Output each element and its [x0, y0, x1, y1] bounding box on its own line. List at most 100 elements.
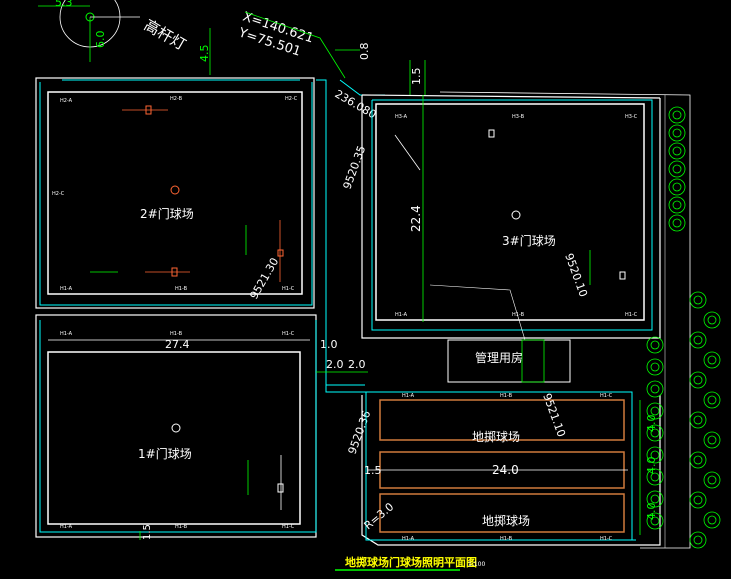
fixture-tag: H1-A [60, 286, 73, 292]
dim-label: 2.0 [348, 358, 366, 371]
dim-label: 4.0 [645, 457, 658, 475]
dim-label: 24.0 [492, 463, 519, 477]
tree-symbol [672, 128, 682, 138]
tree-symbol [703, 391, 721, 409]
tree-symbol [689, 371, 707, 389]
tree-symbol [650, 340, 660, 350]
court-2-center-mark [170, 185, 180, 195]
tree-symbol [703, 511, 721, 529]
cable-note-leader [429, 284, 526, 341]
tree-symbol [693, 335, 703, 345]
bocce-cable [365, 392, 636, 541]
management-room-label: 管理用房 [475, 350, 523, 365]
tree-symbol [689, 331, 707, 349]
fixture-tag: H3-A [395, 114, 408, 120]
court-1-area: 27.4 1.0 1#门球场 H1-A H1-B H1-C H1-A H1-B … [35, 314, 338, 540]
distribution-box [521, 339, 545, 383]
court-2-cable [39, 82, 313, 306]
fixture-tag: H1-C [625, 312, 638, 318]
court-3-cable [371, 99, 653, 331]
fixture-tag: H2-B [170, 96, 183, 102]
tree-symbol [646, 358, 664, 376]
tree-symbol [672, 164, 682, 174]
bocce-court-a [379, 399, 625, 441]
fixture-tag: H1-A [60, 331, 73, 337]
high-pole-lamp-area: 5.3 6.0 高杆灯 4.5 [38, 0, 211, 75]
tree-symbol [689, 291, 707, 309]
tree-symbol [650, 384, 660, 394]
tree-symbol [646, 336, 664, 354]
fixture-tag: H1-C [282, 286, 295, 292]
tree-symbol [672, 200, 682, 210]
tree-symbol [650, 428, 660, 438]
fixture-tag: H1-B [170, 331, 183, 337]
tree-symbol [693, 455, 703, 465]
tree-symbol [646, 402, 664, 420]
tree-symbol [707, 515, 717, 525]
bocce-court-b [379, 493, 625, 533]
court-3-outer [361, 95, 661, 339]
fixture-tag: H3-B [512, 114, 525, 120]
court-3-area: 22.4 3#门球场 9520.10 H3-A H3-B H3-C H1-A H… [361, 94, 661, 341]
leader-line [394, 134, 421, 171]
elevation-label: 9520.36 [346, 409, 374, 456]
court-3-label: 3#门球场 [502, 233, 556, 248]
tree-symbol [707, 395, 717, 405]
tree-symbol [668, 142, 686, 160]
court-2-inner [47, 91, 303, 295]
court-3-inner [375, 103, 645, 321]
tree-symbol [650, 516, 660, 526]
tree-symbol [646, 424, 664, 442]
court-1-inner [47, 351, 301, 525]
elevation-label: 9520.35 [341, 144, 369, 191]
management-room: 管理用房 [447, 339, 571, 383]
elevation-label: 9521.10 [540, 392, 568, 439]
drawing-scale: 1:100 [468, 561, 485, 568]
court-2-area: 2#门球场 9521.30 H2-A H2-B H2-C H2-C H1-A H… [35, 77, 315, 309]
tree-symbol [693, 415, 703, 425]
dim-label: 5.3 [55, 0, 73, 9]
tree-symbol [693, 375, 703, 385]
tree-symbol [650, 362, 660, 372]
lamp-fixture [619, 271, 626, 280]
main-cable [316, 79, 365, 386]
lamp-fixture [488, 129, 495, 138]
tree-symbol [672, 146, 682, 156]
tree-symbol [672, 218, 682, 228]
tree-symbol [693, 495, 703, 505]
tree-symbol [689, 491, 707, 509]
court-2-outer [35, 77, 315, 309]
dim-label: 2.0 [326, 358, 344, 371]
tree-symbol [672, 110, 682, 120]
tree-symbol [668, 160, 686, 178]
tree-symbol [707, 475, 717, 485]
tree-symbol [646, 512, 664, 530]
tree-symbol [707, 355, 717, 365]
dim-label: 1.5 [410, 68, 423, 86]
lamp-fixture [277, 483, 284, 493]
dim-label: 6.0 [94, 31, 107, 49]
tree-row [646, 106, 721, 549]
tree-symbol [707, 435, 717, 445]
fixture-tag: H1-C [600, 393, 613, 399]
dim-label: 1.5 [364, 464, 382, 477]
tree-symbol [703, 431, 721, 449]
dim-label: 1.5 [142, 524, 153, 540]
tree-symbol [689, 531, 707, 549]
high-pole-lamp-label: 高杆灯 [141, 16, 189, 54]
court-2-label: 2#门球场 [140, 206, 194, 221]
fixture-tag: H3-C [625, 114, 638, 120]
fixture-tag: H1-A [60, 524, 73, 530]
fixture-tag: H1-C [600, 536, 613, 542]
court-3-center-mark [511, 210, 521, 220]
drawing-title: 地掷球场门球场照明平面图 [345, 555, 477, 569]
fixture-tag: H2-C [52, 191, 65, 197]
tree-symbol [650, 472, 660, 482]
bocce-court-a-label: 地掷球场 [472, 429, 520, 444]
tree-symbol [703, 351, 721, 369]
tree-symbol [646, 468, 664, 486]
court-1-center-mark [171, 423, 181, 433]
fixture-tag: H1-A [395, 312, 408, 318]
dim-label: R=3.0 [362, 500, 397, 532]
